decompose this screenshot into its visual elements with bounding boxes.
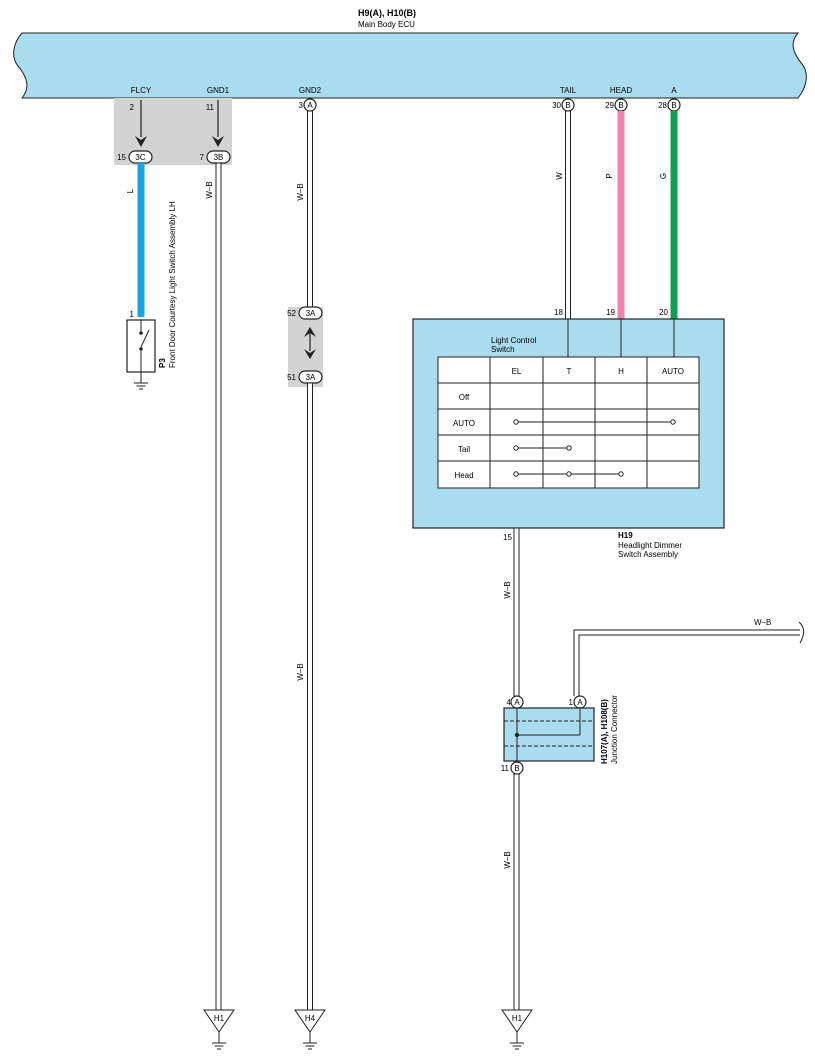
row-off: Off (459, 393, 470, 402)
ground-h1-right (501, 1009, 533, 1050)
connector-arrow-3c (135, 136, 147, 147)
dimmer-code: H19 (618, 531, 633, 540)
pin-num-gnd1: 11 (206, 103, 215, 112)
ground-label-h1-right: H1 (512, 1014, 523, 1023)
wire-label-gnd2-lower: W–B (296, 663, 305, 680)
wire-gnd1 (215, 162, 222, 1011)
jc-name: Junction Connector (610, 695, 619, 764)
svg-text:A: A (514, 698, 520, 707)
pin-label-gnd2: GND2 (299, 86, 322, 95)
wire-gnd2-lower (307, 382, 313, 1011)
wire-label-head: P (605, 173, 614, 178)
jc-pin-4: 4 (507, 698, 512, 707)
jc-code: H107(A), H108(B) (600, 699, 609, 764)
pin-num-flcy: 2 (130, 103, 135, 112)
row-auto: AUTO (453, 419, 475, 428)
pin-num-a: 28 (658, 101, 667, 110)
wire-flcy (137, 163, 145, 317)
wire-gnd2-upper (307, 110, 313, 308)
svg-text:52: 52 (287, 309, 296, 318)
row-tail: Tail (458, 445, 470, 454)
pin-label-gnd1: GND1 (207, 86, 230, 95)
p3-pin: 1 (130, 310, 135, 319)
jc-pin-11: 11 (501, 764, 510, 773)
col-el: EL (512, 367, 522, 376)
continuity-head (513, 471, 624, 477)
pin-num-tail: 30 (552, 101, 561, 110)
svg-text:B: B (618, 101, 623, 110)
svg-text:15: 15 (117, 153, 126, 162)
main-body-ecu (13, 32, 807, 99)
svg-text:3A: 3A (306, 309, 316, 318)
junction-3a-52 (298, 306, 323, 320)
svg-text:3A: 3A (306, 373, 316, 382)
continuity-tail (513, 445, 572, 451)
ecu-title: H9(A), H10(B) (358, 8, 416, 18)
wire-label-dimmer-out: W–B (503, 581, 512, 598)
svg-text:B: B (565, 101, 570, 110)
col-h: H (618, 367, 624, 376)
wire-label-jc-out: W–B (503, 851, 512, 868)
wire-jc-out (513, 773, 520, 1011)
jc-pin-1: 1 (569, 698, 574, 707)
wire-tail (565, 110, 571, 320)
wire-head (617, 111, 625, 319)
pin-label-flcy: FLCY (131, 86, 152, 95)
pin-num-gnd2: 3 (299, 101, 304, 110)
dimmer-name-1: Headlight Dimmer (618, 541, 682, 550)
dimmer-pin-18: 18 (554, 308, 563, 317)
ground-h4 (294, 1009, 326, 1050)
col-auto: AUTO (662, 367, 684, 376)
switch-title-2: Switch (491, 345, 515, 354)
pin-num-head: 29 (605, 101, 614, 110)
svg-text:A: A (577, 698, 583, 707)
svg-text:3B: 3B (214, 153, 224, 162)
svg-text:51: 51 (287, 373, 296, 382)
wire-auto (670, 111, 678, 319)
wire-label-flcy: L (126, 188, 135, 193)
wire-label-auto: G (659, 173, 668, 179)
ground-label-h4: H4 (305, 1014, 316, 1023)
svg-text:7: 7 (200, 153, 205, 162)
wire-label-tail: W (555, 172, 564, 180)
svg-text:3C: 3C (135, 153, 145, 162)
ground-label-h1-left: H1 (214, 1014, 225, 1023)
svg-text:B: B (514, 764, 519, 773)
dimmer-name-2: Switch Assembly (618, 550, 678, 559)
svg-text:B: B (671, 101, 676, 110)
pin-label-tail: TAIL (560, 86, 577, 95)
dimmer-pin-15: 15 (503, 533, 512, 542)
pin-label-a: A (671, 86, 677, 95)
connector-arrow-3b (212, 136, 224, 147)
pin-label-head: HEAD (610, 86, 632, 95)
p3-code: P3 (158, 358, 167, 368)
wire-label-gnd1: W–B (205, 181, 214, 198)
wire-label-right-branch: W–B (754, 618, 771, 627)
junction-connector (503, 707, 595, 762)
switch-title-1: Light Control (491, 336, 537, 345)
wire-dimmer-out (513, 527, 520, 697)
wire-label-gnd2-upper: W–B (296, 183, 305, 200)
col-t: T (567, 367, 572, 376)
svg-text:A: A (307, 101, 313, 110)
dimmer-pin-20: 20 (659, 308, 668, 317)
p3-name: Front Door Courtesy Light Switch Assembl… (168, 201, 177, 368)
front-door-courtesy-switch (126, 319, 156, 390)
ecu-subtitle: Main Body ECU (358, 20, 415, 29)
continuity-auto (513, 419, 676, 425)
ground-h1-left (203, 1009, 235, 1050)
dimmer-pin-19: 19 (606, 308, 615, 317)
row-head: Head (454, 471, 473, 480)
